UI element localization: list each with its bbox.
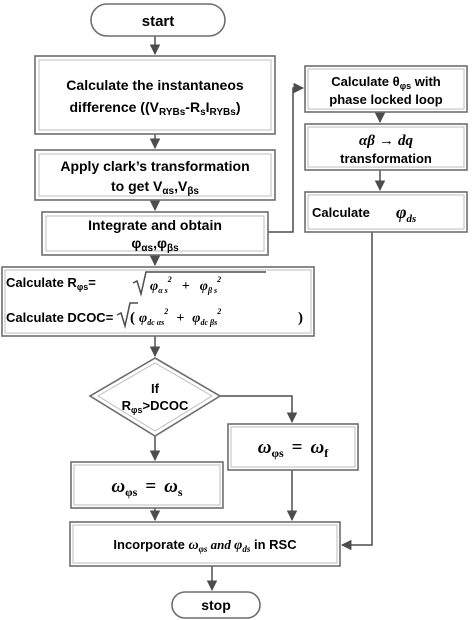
abdq-line2: transformation [340, 151, 432, 166]
calc-phi-ds-label: Calculate [312, 205, 370, 220]
arrow-integrate-to-pll [268, 82, 305, 233]
calc-difference-line1: Calculate the instantaneos [66, 77, 244, 93]
clark-transform-box: Apply clark’s transformation to get Vαs,… [34, 149, 276, 201]
rsc-box: Incorporate ωφs and φds in RSC [69, 521, 341, 567]
connectors [149, 36, 386, 592]
stop-terminal: stop [171, 591, 261, 619]
clark-line2: to get Vαs,Vβs [111, 178, 199, 197]
decision-line2: Rφs>DCOC [122, 398, 189, 415]
calc-difference-box: Calculate the instantaneos difference ((… [34, 55, 276, 135]
start-label: start [142, 13, 175, 30]
omega-s-equation: ωφs=ωs [111, 476, 183, 499]
pll-line2: phase locked loop [329, 92, 442, 107]
calc-phi-ds-box: Calculate φds [304, 191, 468, 233]
calc-r-label: Calculate Rφs= [6, 275, 96, 292]
pll-line1: Calculate θφs with [331, 74, 441, 91]
sqrt-sign-dcoc [116, 302, 138, 329]
stop-label: stop [201, 597, 231, 613]
dcoc-open-paren: ( [130, 310, 135, 326]
dcoc-close-paren: ) [298, 310, 303, 326]
abdq-box: αβ→dq transformation [304, 123, 468, 171]
abdq-line1: αβ→dq [359, 133, 413, 149]
decision-line1: If [151, 381, 160, 396]
calc-r-expression: φα s2+φβ s2 [150, 275, 221, 295]
calc-difference-line2: difference ((VRYBs-RsIRYBs) [70, 99, 241, 118]
omega-f-box: ωφs=ωf [227, 423, 359, 471]
sqrt-sign-r [132, 271, 266, 297]
decision-diamond: If Rφs>DCOC [88, 357, 222, 437]
rsc-label: Incorporate ωφs and φds in RSC [113, 537, 297, 554]
omega-f-equation: ωφs=ωf [258, 437, 330, 460]
calc-phi-ds-symbol: φds [396, 202, 416, 225]
arrow-phi-ds-to-rsc [340, 232, 373, 551]
start-terminal: start [90, 3, 226, 37]
calc-r-dcoc-box: Calculate Rφs= φα s2+φβ s2 Calculate DCO… [1, 266, 315, 337]
integrate-line1: Integrate and obtain [88, 217, 222, 233]
integrate-line2: φαs,φβs [131, 235, 179, 254]
clark-line1: Apply clark’s transformation [60, 158, 249, 174]
integrate-box: Integrate and obtain φαs,φβs [41, 211, 269, 256]
arrow-decision-to-omega-f [220, 395, 298, 424]
calc-dcoc-expression: φdc αs2+φdc βs2 [139, 307, 221, 327]
pll-box: Calculate θφs with phase locked loop [304, 65, 468, 113]
calc-dcoc-label: Calculate DCOC= [6, 310, 114, 325]
omega-s-box: ωφs=ωs [70, 461, 224, 509]
